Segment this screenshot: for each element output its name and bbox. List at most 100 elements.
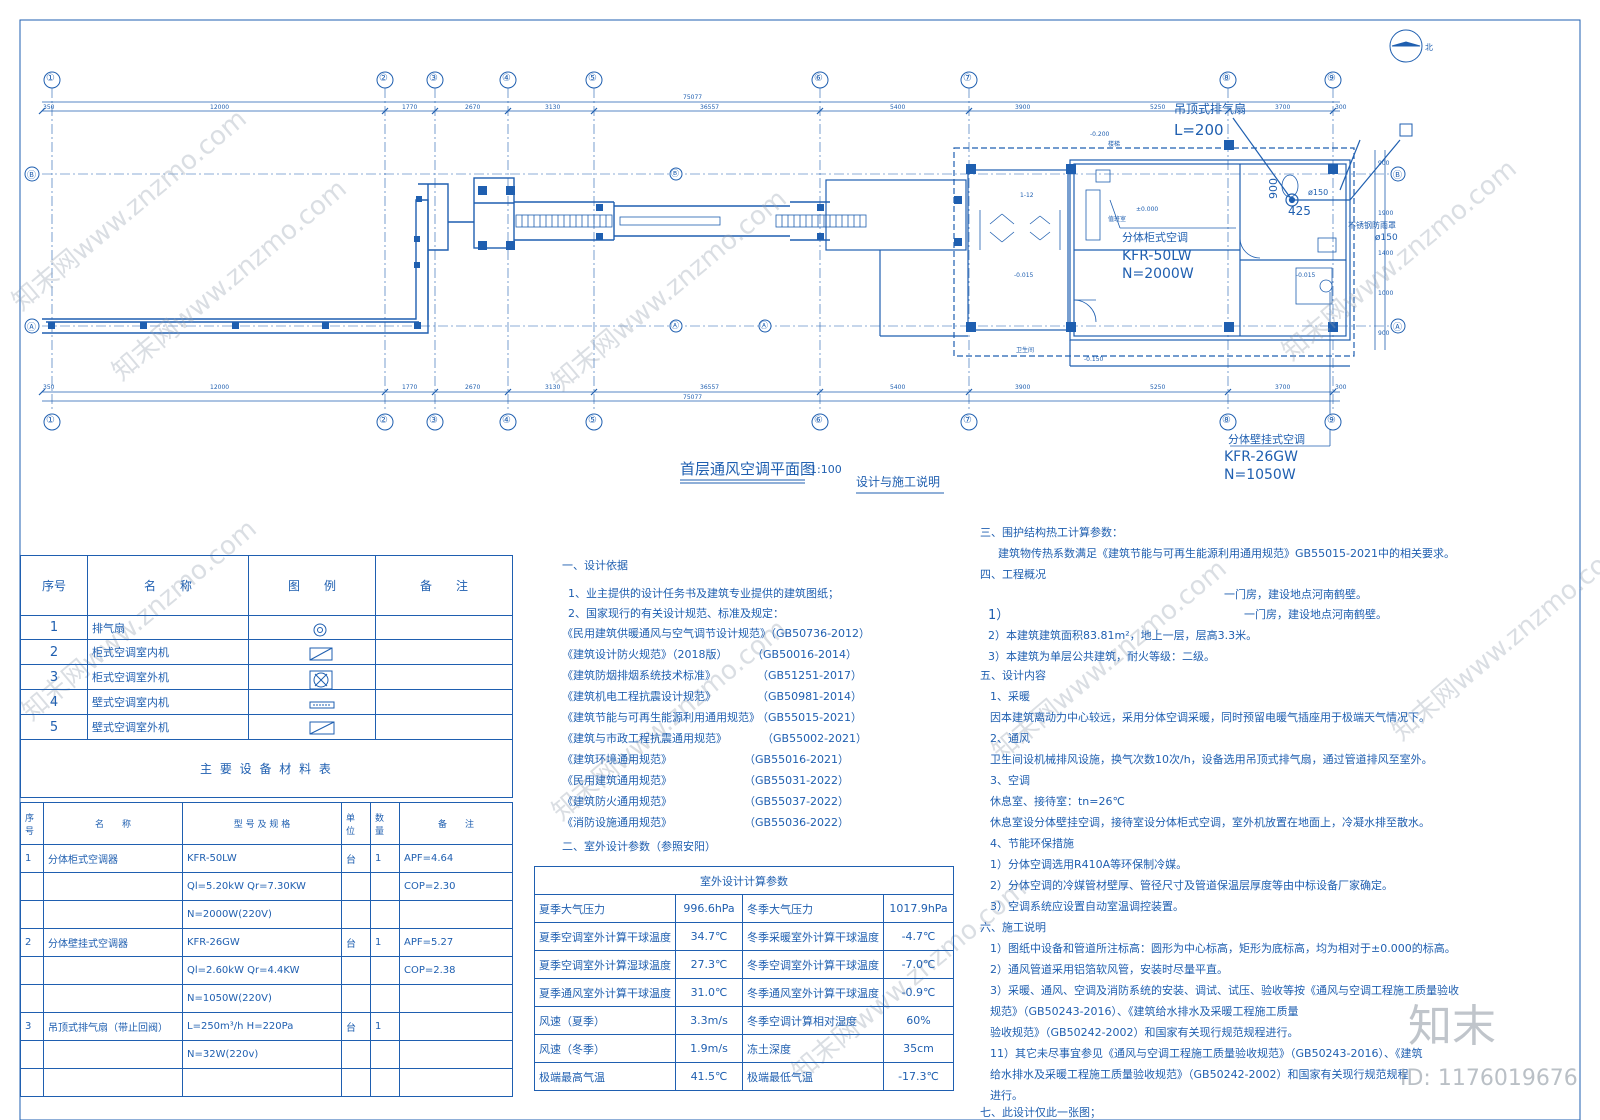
title-underlines xyxy=(680,479,944,494)
cabinet-ac-label: 分体柜式空调 xyxy=(1122,231,1188,244)
equip-note: APF=4.64 xyxy=(399,844,513,873)
axis-label: ⑦ xyxy=(963,73,972,84)
dim: 1770 xyxy=(402,384,418,391)
equip-spec: N=32W(220v) xyxy=(182,1040,342,1069)
duct-length-label: L=200 xyxy=(1174,121,1224,139)
dim: 3900 xyxy=(1015,104,1031,111)
param-value: -7.0℃ xyxy=(883,950,954,979)
dimension-lines xyxy=(42,101,1386,402)
dim: 36557 xyxy=(700,104,720,111)
axis-label: ⑧ xyxy=(1222,415,1231,426)
equip-qty: 1 xyxy=(370,1012,400,1041)
note-line: 进行。 xyxy=(990,1089,1023,1102)
axis-label: Ⓑ xyxy=(27,171,37,181)
axis-label: ⑥ xyxy=(814,73,823,84)
axis-label: ③ xyxy=(429,415,438,426)
equip-note: COP=2.30 xyxy=(399,872,513,901)
dim: 2670 xyxy=(465,104,481,111)
param-value: 1.9m/s xyxy=(675,1034,743,1063)
legend-name: 壁式空调室外机 xyxy=(87,714,249,740)
axis-bubbles xyxy=(24,71,1406,431)
standard-code: （GB55015-2021） xyxy=(757,711,863,724)
note-line: 休息室、接待室：tn=26℃ xyxy=(990,795,1125,808)
dim-425: 425 xyxy=(1288,204,1311,218)
standard-code: （GB51251-2017） xyxy=(757,669,863,682)
legend-name: 柜式空调室外机 xyxy=(87,664,249,690)
standard-name: 《建筑机电工程抗震设计规范》 xyxy=(562,690,716,703)
equip-name xyxy=(43,900,183,929)
equip-note xyxy=(399,984,513,1013)
equip-no xyxy=(20,1068,44,1097)
note-line: 2）本建筑建筑面积83.81m²，地上一层，层高3.3米。 xyxy=(988,629,1258,642)
param-value: 35cm xyxy=(883,1034,954,1063)
param-name: 冻土深度 xyxy=(742,1034,884,1063)
axis-label: ⑨ xyxy=(1327,415,1336,426)
note-line: 一门房，建设地点河南鹤壁。 xyxy=(1244,608,1387,621)
dim: 12000 xyxy=(210,384,230,391)
note-line: 七、此设计仅此一张图； xyxy=(980,1106,1101,1119)
param-value: 996.6hPa xyxy=(675,894,743,923)
equip-name xyxy=(43,1040,183,1069)
standard-code: （GB50016-2014） xyxy=(752,648,858,661)
param-value: 3.3m/s xyxy=(675,1006,743,1035)
equip-spec: Ql=5.20kW Qr=7.30KW xyxy=(182,872,342,901)
param-value: 27.3℃ xyxy=(675,950,743,979)
dim: 3130 xyxy=(545,104,561,111)
param-value: -0.9℃ xyxy=(883,978,954,1007)
dim: 1770 xyxy=(402,104,418,111)
dim: 5250 xyxy=(1150,384,1166,391)
elevation: -0.015 xyxy=(1014,272,1034,279)
standard-name: 《建筑防烟排烟系统技术标准》 xyxy=(562,669,716,682)
equip-spec xyxy=(182,1068,342,1097)
equip-name: 分体壁挂式空调器 xyxy=(43,928,183,957)
wall-ac-power: N=1050W xyxy=(1224,467,1296,483)
equip-unit xyxy=(341,872,371,901)
door-swings xyxy=(1073,237,1261,323)
equip-qty xyxy=(370,1040,400,1069)
standard-code: （GB55031-2022） xyxy=(744,774,850,787)
equip-spec: N=2000W(220V) xyxy=(182,900,342,929)
legend-header: 名 称 xyxy=(87,555,249,616)
gate-barrier-right xyxy=(775,214,867,228)
notes-title: 设计与施工说明 xyxy=(856,475,941,489)
note-line: 2、通风 xyxy=(990,732,1030,745)
param-name: 风速（冬季） xyxy=(534,1034,676,1063)
axis-label: ⑤ xyxy=(588,73,597,84)
equip-note: COP=2.38 xyxy=(399,956,513,985)
legend-no: 5 xyxy=(20,714,88,740)
axis-label: ⑧ xyxy=(1222,73,1231,84)
room-label: 值班室 xyxy=(1108,216,1127,223)
note-line: 六、施工说明 xyxy=(980,921,1046,934)
param-name: 夏季空调室外计算干球温度 xyxy=(534,922,676,951)
equip-note xyxy=(399,1012,513,1041)
standard-code: （GB55036-2022） xyxy=(744,816,850,829)
dim: 36557 xyxy=(700,384,720,391)
equip-spec: Ql=2.60kW Qr=4.4KW xyxy=(182,956,342,985)
equip-no xyxy=(20,956,44,985)
param-name: 极端最高气温 xyxy=(534,1062,676,1091)
equip-note xyxy=(399,1040,513,1069)
axis-label: ① xyxy=(46,73,55,84)
dim: 900 xyxy=(1378,160,1390,167)
legend-name: 壁式空调室内机 xyxy=(87,689,249,715)
basis-line: 1、业主提供的设计任务书及建筑专业提供的建筑图纸； xyxy=(568,587,839,600)
standard-name: 《民用建筑通用规范》 xyxy=(562,774,672,787)
legend-name: 柜式空调室内机 xyxy=(87,639,249,665)
structural-columns xyxy=(48,140,1338,332)
equip-header: 名 称 xyxy=(43,802,183,845)
standard-code: （GB55016-2021） xyxy=(744,753,850,766)
gate-barrier-left xyxy=(515,214,613,228)
note-line: 给水排水及采暖工程施工质量验收规范》（GB50242-2002）和国家有关现行规… xyxy=(990,1068,1409,1081)
param-value: 1017.9hPa xyxy=(883,894,954,923)
elevation: -0.150 xyxy=(1084,356,1104,363)
dim: 5250 xyxy=(1150,104,1166,111)
legend-no: 4 xyxy=(20,689,88,715)
axis-label: Ⓐ xyxy=(27,323,37,333)
dim: 3700 xyxy=(1275,384,1291,391)
pipe-size: ø150 xyxy=(1375,233,1398,243)
dim: 1000 xyxy=(1378,290,1394,297)
equip-no xyxy=(20,900,44,929)
legend-no: 3 xyxy=(20,664,88,690)
param-value: 41.5℃ xyxy=(675,1062,743,1091)
